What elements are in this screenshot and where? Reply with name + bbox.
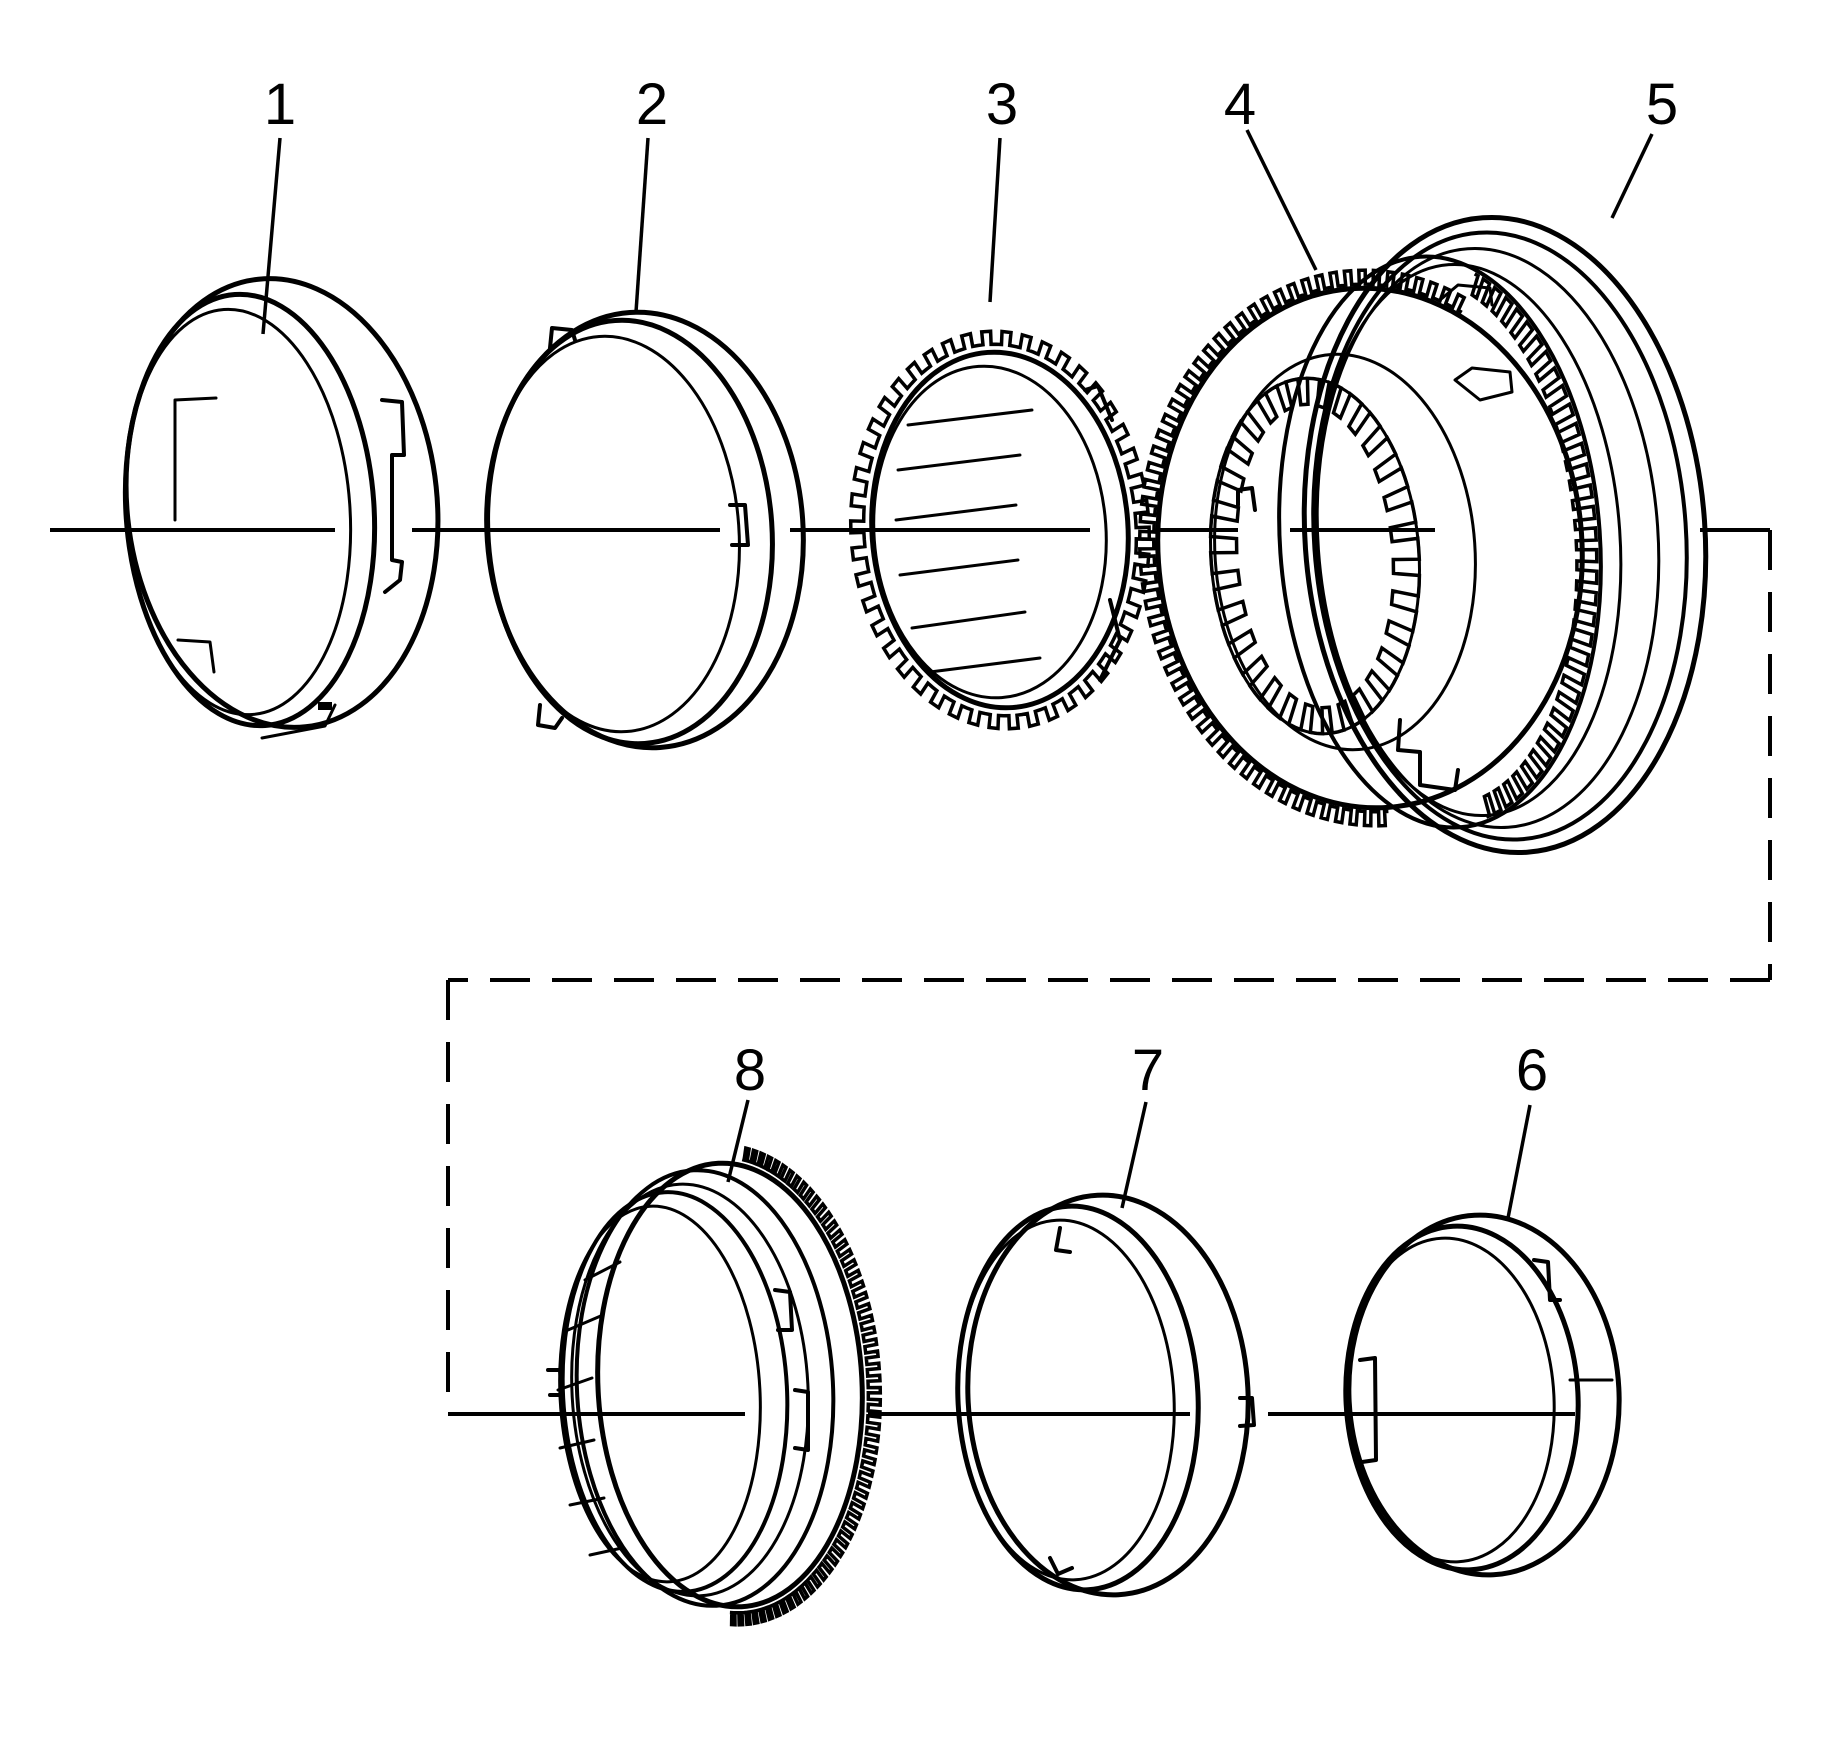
leader-6 (1506, 1104, 1532, 1219)
assembly-axis-return-path (446, 530, 1772, 1414)
part-6-synchronizer-ring (1343, 1212, 1622, 1578)
part-3-inner-cone-ring (848, 329, 1152, 731)
callout-4: 4 (1224, 72, 1256, 137)
part-5-synchronizer-sleeve (1277, 214, 1709, 856)
leader-2 (634, 137, 650, 313)
leader-8 (726, 1099, 750, 1183)
leader-5 (1610, 133, 1654, 219)
part-8-synchronizer-ring (546, 1145, 883, 1627)
part-7-blocker-ring (955, 1192, 1256, 1598)
part-8-teeth (729, 1145, 883, 1627)
part-5-internal-splines (1470, 272, 1599, 819)
callout-labels: 1 2 3 4 5 8 7 6 (264, 72, 1678, 1103)
callout-7: 7 (1132, 1038, 1164, 1103)
callout-5: 5 (1646, 72, 1678, 137)
leader-1 (261, 137, 282, 335)
part-4-hub-splines (1208, 376, 1422, 736)
leader-4 (1245, 129, 1318, 271)
callout-6: 6 (1516, 1038, 1548, 1103)
leader-lines (261, 129, 1654, 1219)
part-3-teeth (848, 329, 1152, 731)
part-4-outer-teeth (1137, 268, 1467, 828)
part-4-synchronizer-hub (1137, 268, 1585, 828)
part-1-synchronizer-ring (122, 276, 441, 740)
callout-8: 8 (734, 1038, 766, 1103)
callout-1: 1 (264, 72, 296, 137)
leader-3 (988, 137, 1002, 303)
leader-7 (1120, 1101, 1148, 1209)
callout-2: 2 (636, 72, 668, 137)
part-2-blocker-ring (484, 309, 806, 751)
callout-3: 3 (986, 72, 1018, 137)
